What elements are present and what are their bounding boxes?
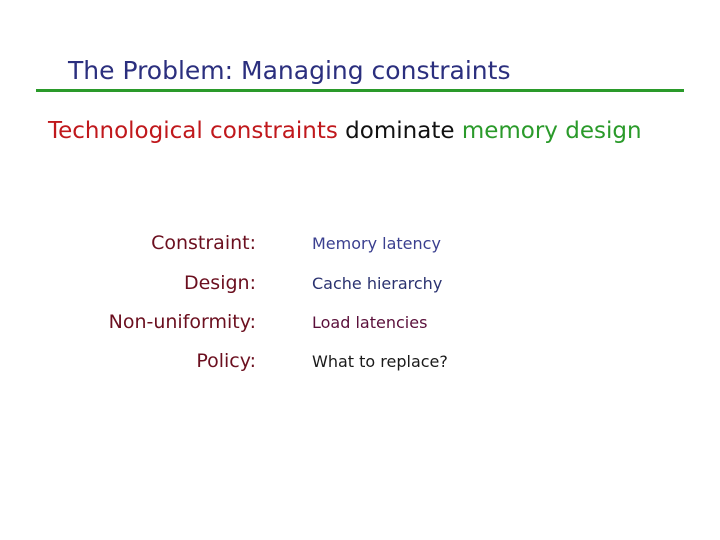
row-constraint: Constraint: Memory latency	[0, 232, 720, 262]
row-policy: Policy: What to replace?	[0, 350, 720, 380]
row-value: Load latencies	[312, 313, 428, 332]
subtitle-dominate: dominate	[337, 118, 462, 144]
row-label: Design:	[183, 272, 256, 294]
slide-title: The Problem: Managing constraints	[68, 56, 511, 85]
subtitle-technological-constraints: Technological constraints	[48, 118, 338, 144]
slide-subtitle: Technological constraints dominate memor…	[48, 118, 642, 144]
row-value: Memory latency	[312, 234, 441, 253]
title-underline	[36, 89, 684, 92]
row-design: Design: Cache hierarchy	[0, 272, 720, 302]
row-label: Non-uniformity:	[108, 311, 256, 333]
row-value: What to replace?	[312, 352, 448, 371]
subtitle-memory-design: memory design	[461, 118, 642, 144]
row-non-uniformity: Non-uniformity: Load latencies	[0, 311, 720, 341]
row-label: Policy:	[196, 350, 256, 372]
row-label: Constraint:	[151, 232, 256, 254]
row-value: Cache hierarchy	[312, 274, 443, 293]
